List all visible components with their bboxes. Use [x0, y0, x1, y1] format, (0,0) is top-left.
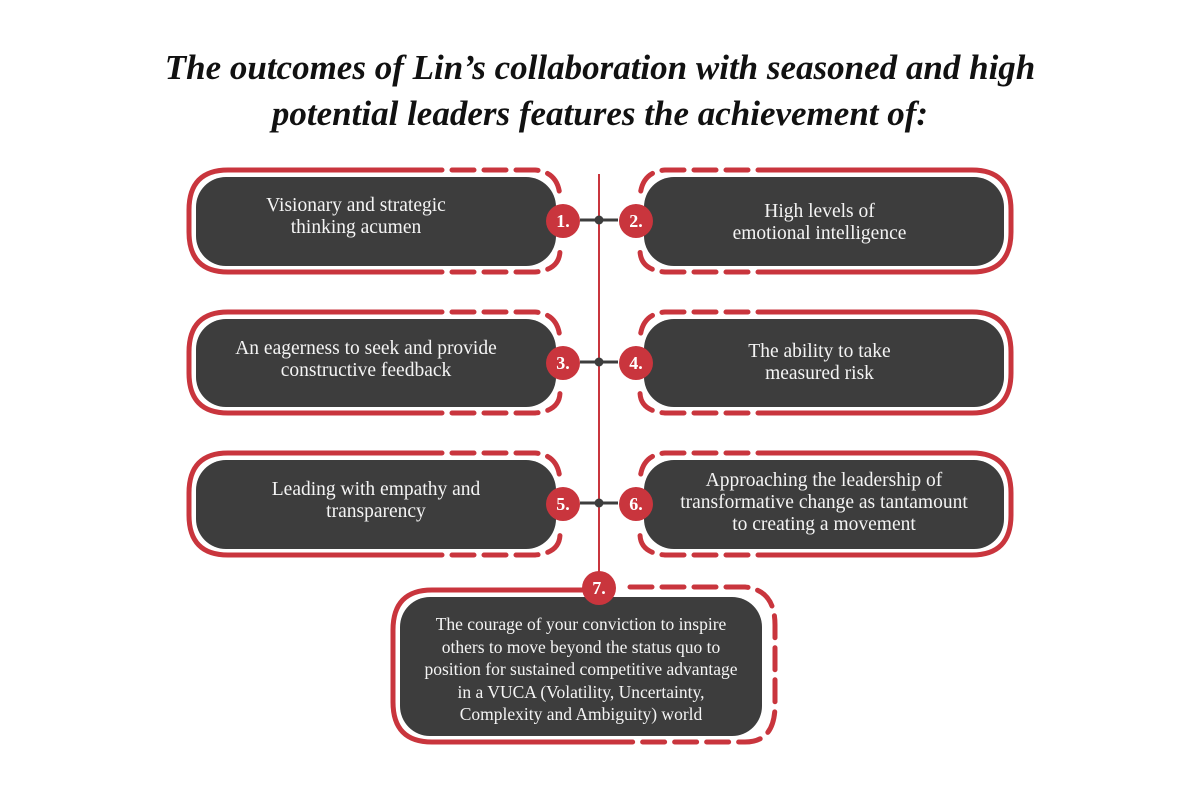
item-3-number-badge: 3. [546, 346, 580, 380]
item-5-number-badge: 5. [546, 487, 580, 521]
item-3-frame [186, 309, 563, 416]
item-5-line-2: transparency [326, 500, 426, 522]
connector-1-2 [580, 215, 618, 225]
item-7-line-3: position for sustained competitive advan… [424, 659, 738, 680]
item-1-frame [186, 167, 563, 275]
item-5-line-1: Leading with empathy and [271, 478, 481, 500]
item-6-line-2: transformative change as tantamount [680, 491, 968, 513]
item-7-line-1: The courage of your conviction to inspir… [435, 614, 727, 635]
item-1-number-badge: 1. [546, 204, 580, 238]
item-2-number-badge: 2. [619, 204, 653, 238]
item-1-line-1: Visionary and strategic [266, 194, 446, 216]
item-7-box: The courage of your conviction to inspir… [400, 597, 762, 736]
item-3-line-1: An eagerness to seek and provide [235, 338, 497, 359]
item-7-line-2: others to move beyond the status quo to [441, 636, 721, 657]
item-4-line-2: measured risk [765, 363, 874, 384]
item-7-number-badge: 7. [582, 571, 616, 605]
item-6-number-badge: 6. [619, 487, 653, 521]
item-4-line-1: The ability to take [748, 341, 891, 362]
connector-3-4 [580, 357, 618, 367]
title-line-2: potential leaders features the achieveme… [271, 94, 929, 133]
item-2-line-1: High levels of [764, 200, 875, 222]
item-3-line-2: constructive feedback [280, 360, 452, 381]
item-2-line-2: emotional intelligence [732, 222, 907, 244]
item-4-frame [637, 309, 1014, 416]
item-6-line-1: Approaching the leadership of [705, 469, 943, 491]
item-1-line-2: thinking acumen [290, 216, 422, 238]
item-7-line-5: Complexity and Ambiguity) world [459, 704, 703, 725]
item-5-frame [186, 450, 563, 558]
item-6-frame [637, 450, 1014, 558]
item-6-line-3: to creating a movement [732, 513, 916, 535]
connector-5-6 [580, 498, 618, 508]
item-2-frame [637, 167, 1014, 275]
page-title: The outcomes of Lin’s collaboration with… [0, 45, 1200, 137]
title-line-1: The outcomes of Lin’s collaboration with… [164, 48, 1036, 87]
item-4-number-badge: 4. [619, 346, 653, 380]
item-7-line-4: in a VUCA (Volatility, Uncertainty, [457, 681, 705, 702]
item-7-frame [390, 584, 778, 745]
